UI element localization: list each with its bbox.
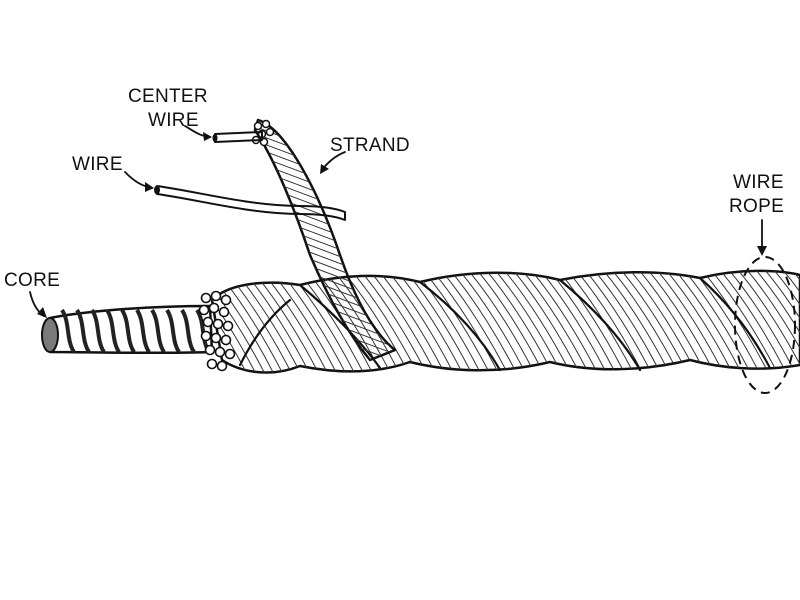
leader-arrows	[29, 125, 767, 318]
rope-wire-line	[782, 270, 800, 373]
core-twist-mark	[75, 308, 91, 354]
rope-wire-line	[212, 270, 269, 373]
rope-wire-line	[539, 270, 611, 373]
rope-wire-line	[530, 270, 602, 373]
wire-end-circle	[224, 348, 236, 360]
strand-wire-line	[240, 366, 400, 426]
wire-rope-section-outline	[734, 256, 796, 394]
wire-end-circle	[220, 294, 232, 306]
rope-wire-line	[431, 270, 503, 373]
rope-wire-line	[449, 270, 521, 373]
rope-wire-line	[521, 270, 593, 373]
rope-wire-line	[386, 270, 458, 373]
wire-end-circle	[210, 290, 222, 302]
rope-wire-line	[458, 270, 530, 373]
rope-wire-line	[584, 270, 656, 373]
wire-end-circle	[214, 346, 226, 358]
rope-wire-line	[395, 270, 467, 373]
rope-wire-line	[683, 270, 755, 373]
center-wire-label: WIRE	[148, 110, 199, 131]
strand-end-circle	[253, 121, 263, 131]
rope-wire-line	[557, 270, 629, 373]
core-twist-mark	[60, 308, 76, 354]
wire-end-circle	[200, 330, 212, 342]
rope-wire-line	[737, 270, 800, 373]
rope-wire-line	[755, 270, 800, 373]
strand-wire-line	[255, 358, 395, 360]
single-wire	[154, 185, 346, 221]
rope-wire-line	[422, 270, 494, 373]
core-twist-mark	[180, 308, 196, 354]
rope-wire-line	[710, 270, 782, 373]
rope-wire-line	[764, 270, 800, 373]
wire-end-circle	[212, 318, 224, 330]
rope-wire-line	[665, 270, 737, 373]
core-twist-mark	[165, 308, 181, 354]
rope-wire-line	[674, 270, 746, 373]
rope-wire-line	[719, 270, 791, 373]
core-rope	[41, 304, 214, 355]
wire-end-circle	[208, 302, 220, 314]
core-twist-mark	[105, 308, 121, 354]
rope-wire-line	[377, 270, 449, 373]
wire-end-circle	[202, 316, 214, 328]
strand-label: STRAND	[330, 135, 410, 156]
wire-label: WIRE	[72, 154, 123, 175]
core-twist-mark	[120, 308, 136, 354]
core-twist-mark	[135, 308, 151, 354]
rope-wire-line	[773, 270, 800, 373]
wire-end-circle	[204, 344, 216, 356]
wire-end-circle	[216, 360, 228, 372]
wire-rope-body	[198, 269, 800, 374]
rope-wire-line	[512, 270, 584, 373]
strand-wire-line	[240, 373, 400, 433]
rope-wire-line	[548, 270, 620, 373]
rope-wire-line	[440, 270, 512, 373]
wire-end-circle	[222, 320, 234, 332]
rope-wire-line	[323, 270, 395, 373]
wire-end-circle	[206, 358, 218, 370]
wire-rope-label: ROPE	[729, 196, 784, 217]
core-twist-mark	[150, 308, 166, 354]
strand-wire-line	[255, 148, 395, 210]
wire-end-circle	[218, 306, 230, 318]
rope-wire-line	[746, 270, 800, 373]
wire-rope-label: WIRE	[733, 172, 784, 193]
strand-end-circle	[261, 119, 271, 129]
strand-end-circle	[265, 127, 275, 137]
core-twist-mark	[90, 308, 106, 354]
core-label: CORE	[4, 270, 60, 291]
center-wire	[212, 131, 263, 143]
wire-end-circle	[200, 292, 212, 304]
wire-end-circle	[198, 304, 210, 316]
rope-wire-line	[701, 270, 773, 373]
wire-end-circle	[220, 334, 232, 346]
center-wire-label: CENTER	[128, 86, 208, 107]
wire-end-circle	[210, 332, 222, 344]
